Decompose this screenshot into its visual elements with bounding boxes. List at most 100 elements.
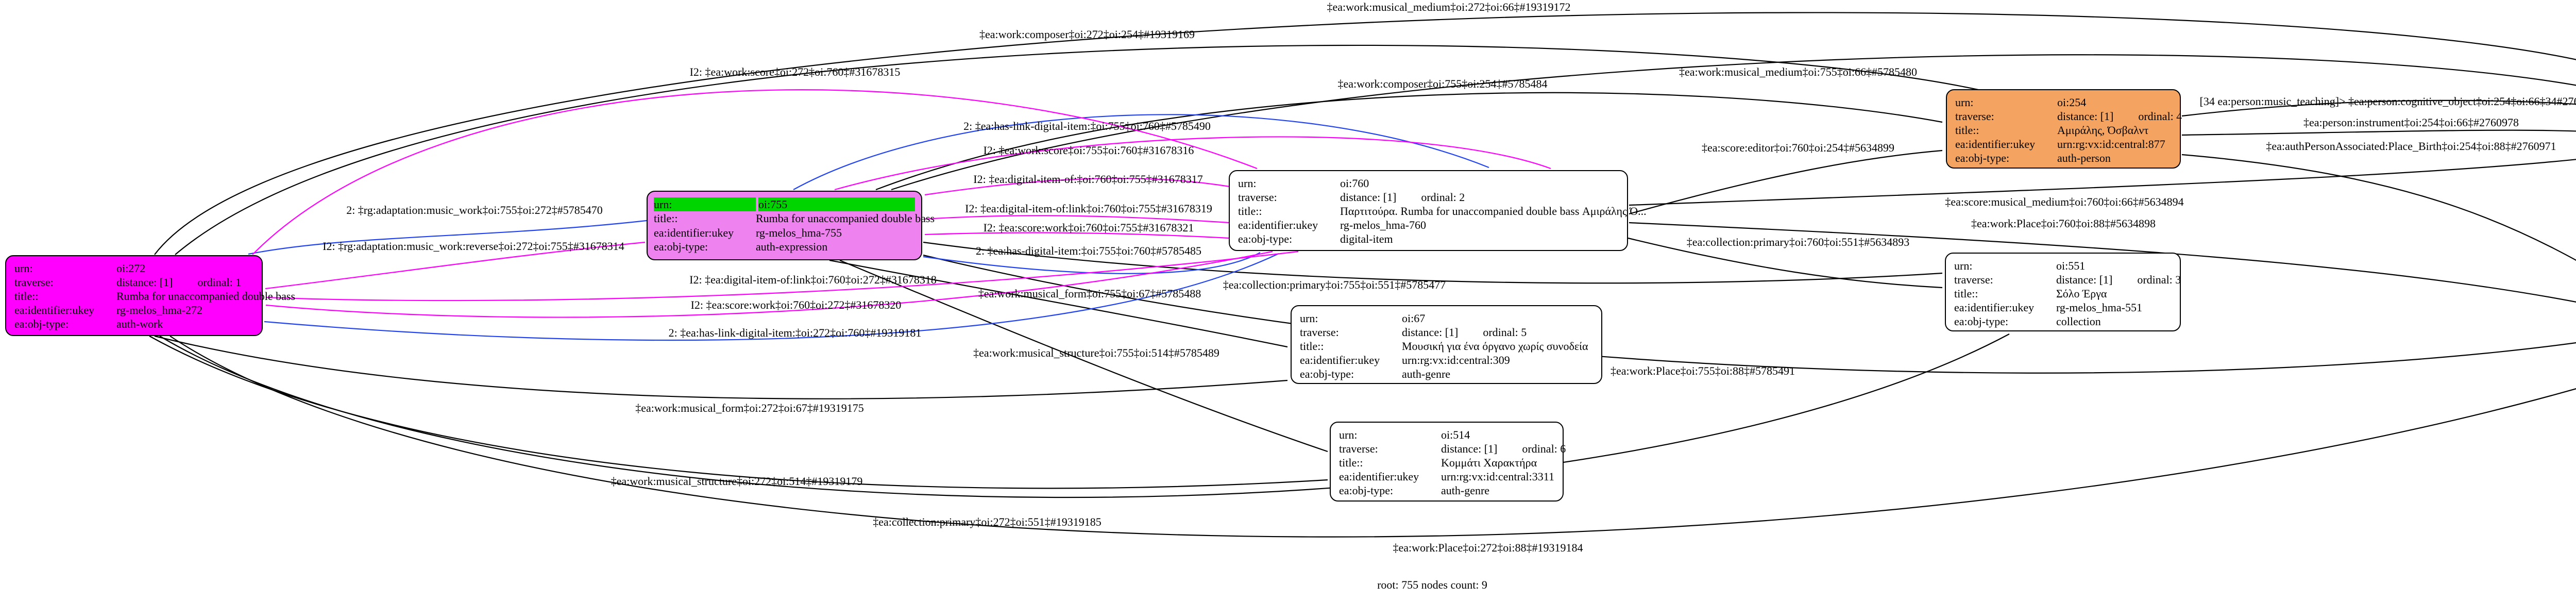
edge-label: ‡ea:work:Place‡oi:272‡oi:88‡#19319184 [1393, 541, 1583, 554]
field-key-urn: urn: [1339, 428, 1358, 441]
field-value-title: Rumba for unaccompanied double bass [116, 290, 296, 303]
field-value-ukey: rg-melos_hma-755 [756, 226, 842, 239]
edge-label: ‡ea:work:musical_medium‡oi:755‡oi:66‡#57… [1679, 65, 1917, 78]
node-oi760[interactable]: urn:oi:760 traverse:distance: [1]ordinal… [1229, 170, 1647, 251]
field-value-title: Αμιράλης, Όσβαλντ [2057, 124, 2149, 137]
edge-work-place-755-88 [923, 254, 2576, 374]
edge-digital-item-of-760-755 [924, 177, 1230, 196]
node-oi551[interactable]: urn:oi:551 traverse:distance: [1]ordinal… [1945, 253, 2181, 331]
edge-label: ‡ea:score:editor‡oi:760‡oi:254‡#5634899 [1702, 141, 1894, 154]
field-value-ordinal: ordinal: 5 [1483, 326, 1527, 339]
edge-label: ‡ea:collection:primary‡oi:272‡oi:551‡#19… [873, 515, 1101, 528]
status-line: root: 755 nodes count: 9 [1377, 578, 1487, 591]
edge-has-digital-item-755-760 [923, 252, 1261, 274]
field-value-urn: oi:67 [1402, 312, 1426, 325]
field-key-ukey: ea:identifier:ukey [1954, 301, 2035, 314]
edge-person-instrument-254-66 [2181, 129, 2576, 136]
edge-label: ‡ea:person:instrument‡oi:254‡oi:66‡#2760… [2303, 116, 2519, 129]
edge-work-composer-755-254 [875, 92, 1943, 191]
node-oi254[interactable]: urn:oi:254 traverse:distance: [1]ordinal… [1946, 89, 2182, 169]
node-oi272[interactable]: urn: oi:272 traverse: distance: [1] ordinal… [5, 255, 295, 336]
field-value-distance: distance: [1] [116, 276, 173, 289]
field-value-objtype: auth-person [2057, 152, 2111, 164]
field-key-objtype: ea:obj-type: [1955, 152, 2010, 164]
node-oi67[interactable]: urn:oi:67 traverse:distance: [1]ordinal:… [1291, 305, 1602, 384]
field-key-urn: urn: [654, 197, 756, 211]
edge-label: ‡ea:work:composer‡oi:755‡oi:254‡#5785484 [1337, 77, 1548, 90]
field-value-objtype: auth-expression [756, 240, 828, 254]
edge-label: ‡ea:work:musical_structure‡oi:272‡oi:514… [611, 475, 863, 488]
field-key-objtype: ea:obj-type: [14, 318, 69, 330]
field-key-title: title:: [14, 290, 39, 303]
edge-label: I2: ‡ea:score:work‡oi:760‡oi:755‡#316783… [983, 221, 1194, 234]
field-key-objtype: ea:obj-type: [1238, 232, 1293, 245]
field-value-ordinal: ordinal: 1 [197, 276, 242, 289]
field-key-urn: urn: [1954, 259, 1973, 272]
edge-score-editor-760-254 [1629, 149, 1943, 215]
field-value-title: Rumba for unaccompanied double bass [756, 212, 935, 225]
field-key-traverse: traverse: [1339, 442, 1378, 455]
field-value-title: Παρτιτούρα. Rumba for unaccompanied doub… [1340, 205, 1647, 218]
edge-label: [34 ea:person:music_teaching]> ‡ea:perso… [2199, 95, 2576, 108]
edge-digital-item-of-link-760-755 [924, 215, 1230, 224]
field-key-traverse: traverse: [1954, 273, 1993, 286]
field-value-objtype: collection [2056, 315, 2101, 328]
field-key-ukey: ea:identifier:ukey [654, 226, 734, 239]
field-value-objtype: auth-genre [1402, 368, 1451, 380]
edge-has-link-digital-item-272-760 [264, 253, 1279, 341]
edge-label: ‡ea:authPersonAssociated:Place_Birth‡oi:… [2266, 140, 2556, 153]
field-key-ukey: ea:identifier:ukey [1339, 470, 1419, 483]
field-value-urn: oi:272 [116, 262, 146, 275]
field-key-title: title:: [1300, 340, 1324, 353]
edge-has-link-digital-item-755-760 [793, 114, 1489, 190]
field-key-title: title:: [654, 212, 678, 225]
edge-collection-primary-755-551 [923, 241, 1943, 284]
edge-work-musical-structure-272-514 [149, 336, 1328, 489]
edge-label: I2: ‡rg:adaptation:music_work:reverse‡oi… [323, 240, 624, 253]
field-value-urn: oi:254 [2057, 96, 2087, 109]
field-value-urn: oi:760 [1340, 177, 1369, 190]
field-value-distance: distance: [1] [1402, 326, 1459, 339]
edge-score-work-760-272 [265, 251, 1273, 318]
edge-label: 2: ‡ea:has-link-digital-item:‡oi:755‡oi:… [963, 120, 1211, 132]
field-key-ukey: ea:identifier:ukey [1955, 138, 2036, 151]
edge-adaptation-music-work-755-272 [248, 220, 647, 255]
field-value-ukey: rg-melos_hma-760 [1340, 219, 1427, 231]
field-key-traverse: traverse: [1238, 191, 1277, 204]
field-key-title: title:: [1955, 124, 1979, 137]
field-value-title: Μουσική για ένα όργανο χωρίς συνοδεία [1402, 340, 1588, 353]
field-value-ordinal: ordinal: 3 [2137, 273, 2181, 286]
edge-work-place-760-88 [1629, 222, 2576, 303]
field-value-ordinal: ordinal: 6 [1522, 442, 1566, 455]
edge-label: ‡ea:work:musical_form‡oi:272‡oi:67‡#1931… [635, 402, 864, 414]
field-value-distance: distance: [1] [2057, 110, 2114, 123]
edge-work-musical-form-272-67 [154, 335, 1288, 399]
field-value-ukey: urn:rg:vx:id:central:309 [1402, 354, 1510, 366]
field-value-ukey: rg-melos_hma-272 [116, 304, 203, 316]
edge-label: I2: ‡ea:digital-item-of:link‡oi:760‡oi:2… [689, 273, 937, 286]
edge-label: ‡ea:work:Place‡oi:760‡oi:88‡#5634898 [1971, 217, 2156, 230]
field-value-distance: distance: [1] [1441, 442, 1498, 455]
field-value-ukey: urn:rg:vx:id:central:877 [2057, 138, 2165, 151]
edge-label: I2: ‡ea:digital-item-of:‡oi:760‡oi:755‡#… [973, 173, 1203, 186]
edge-score-musical-medium-760-66 [1629, 159, 2576, 206]
edge-label: I2: ‡ea:digital-item-of:link‡oi:760‡oi:7… [965, 202, 1212, 215]
field-key-traverse: traverse: [14, 276, 54, 289]
field-key-objtype: ea:obj-type: [1300, 368, 1354, 380]
node-oi514[interactable]: urn:oi:514 traverse:distance: [1]ordinal… [1330, 422, 1566, 502]
node-oi755[interactable]: urn:oi:755 title::Rumba for unaccompanie… [647, 191, 935, 260]
field-key-urn: urn: [14, 262, 33, 275]
field-key-ukey: ea:identifier:ukey [1300, 354, 1380, 366]
edge-label: ‡ea:work:Place‡oi:755‡oi:88‡#5785491 [1610, 364, 1795, 377]
edge-place-birth-254-88 [2181, 154, 2576, 261]
edge-label: I2: ‡ea:work:score‡oi:272‡oi:760‡#316783… [689, 65, 901, 78]
edge-label: ‡ea:work:musical_structure‡oi:755‡oi:514… [973, 346, 1219, 359]
edge-label: I2: ‡ea:score:work‡oi:760‡oi:272‡#316783… [690, 298, 902, 311]
field-key-urn: urn: [1955, 96, 1974, 109]
edge-label: 2: ‡ea:has-digital-item:‡oi:755‡oi:760‡#… [975, 244, 1202, 257]
field-key-objtype: ea:obj-type: [1954, 315, 2009, 328]
field-value-ordinal: ordinal: 4 [2138, 110, 2182, 123]
field-key-title: title:: [1954, 287, 1978, 300]
edge-work-musical-structure-755-514 [839, 259, 1328, 453]
